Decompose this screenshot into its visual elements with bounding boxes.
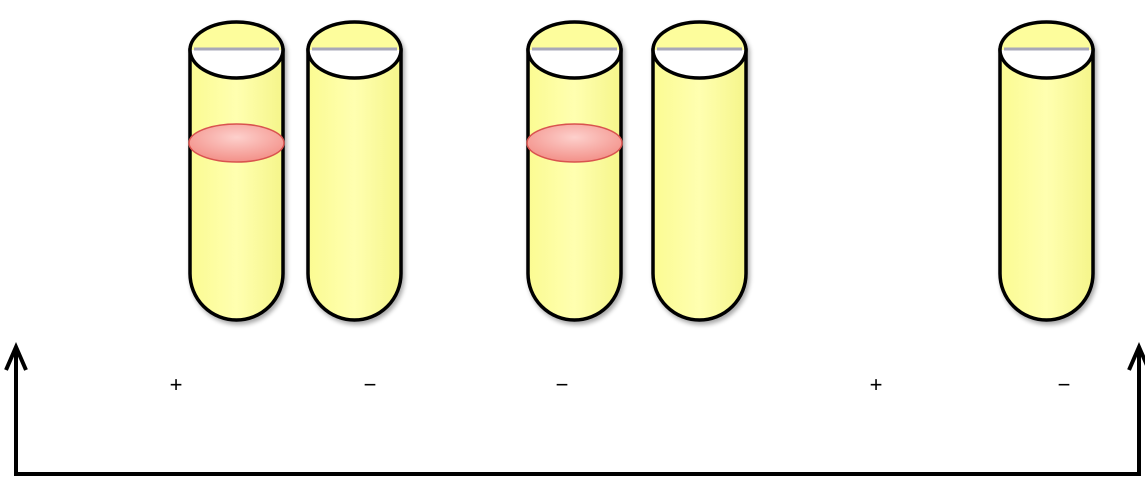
tube-rim-upper bbox=[308, 22, 401, 50]
tube-body bbox=[528, 50, 621, 320]
tube-body bbox=[190, 50, 283, 320]
tube-body bbox=[308, 50, 401, 320]
sign-label-2: − bbox=[364, 374, 377, 396]
band-tube-1 bbox=[189, 124, 284, 162]
tube-rim-upper bbox=[653, 22, 746, 50]
sign-label-5: − bbox=[1058, 374, 1071, 396]
tube-body bbox=[1000, 50, 1093, 320]
tube-rim-upper bbox=[1000, 22, 1093, 50]
band-tube-3 bbox=[527, 124, 622, 162]
bracket-arrow-line bbox=[16, 350, 1139, 474]
tube-rim-upper bbox=[528, 22, 621, 50]
tube-5 bbox=[1000, 22, 1093, 320]
tube-1 bbox=[190, 22, 283, 320]
tube-3 bbox=[528, 22, 621, 320]
tube-4 bbox=[653, 22, 746, 320]
tube-rim-upper bbox=[190, 22, 283, 50]
sign-label-3: − bbox=[556, 374, 569, 396]
tube-body bbox=[653, 50, 746, 320]
sign-label-1: + bbox=[170, 374, 183, 396]
sign-label-4: + bbox=[870, 374, 883, 396]
tube-2 bbox=[308, 22, 401, 320]
